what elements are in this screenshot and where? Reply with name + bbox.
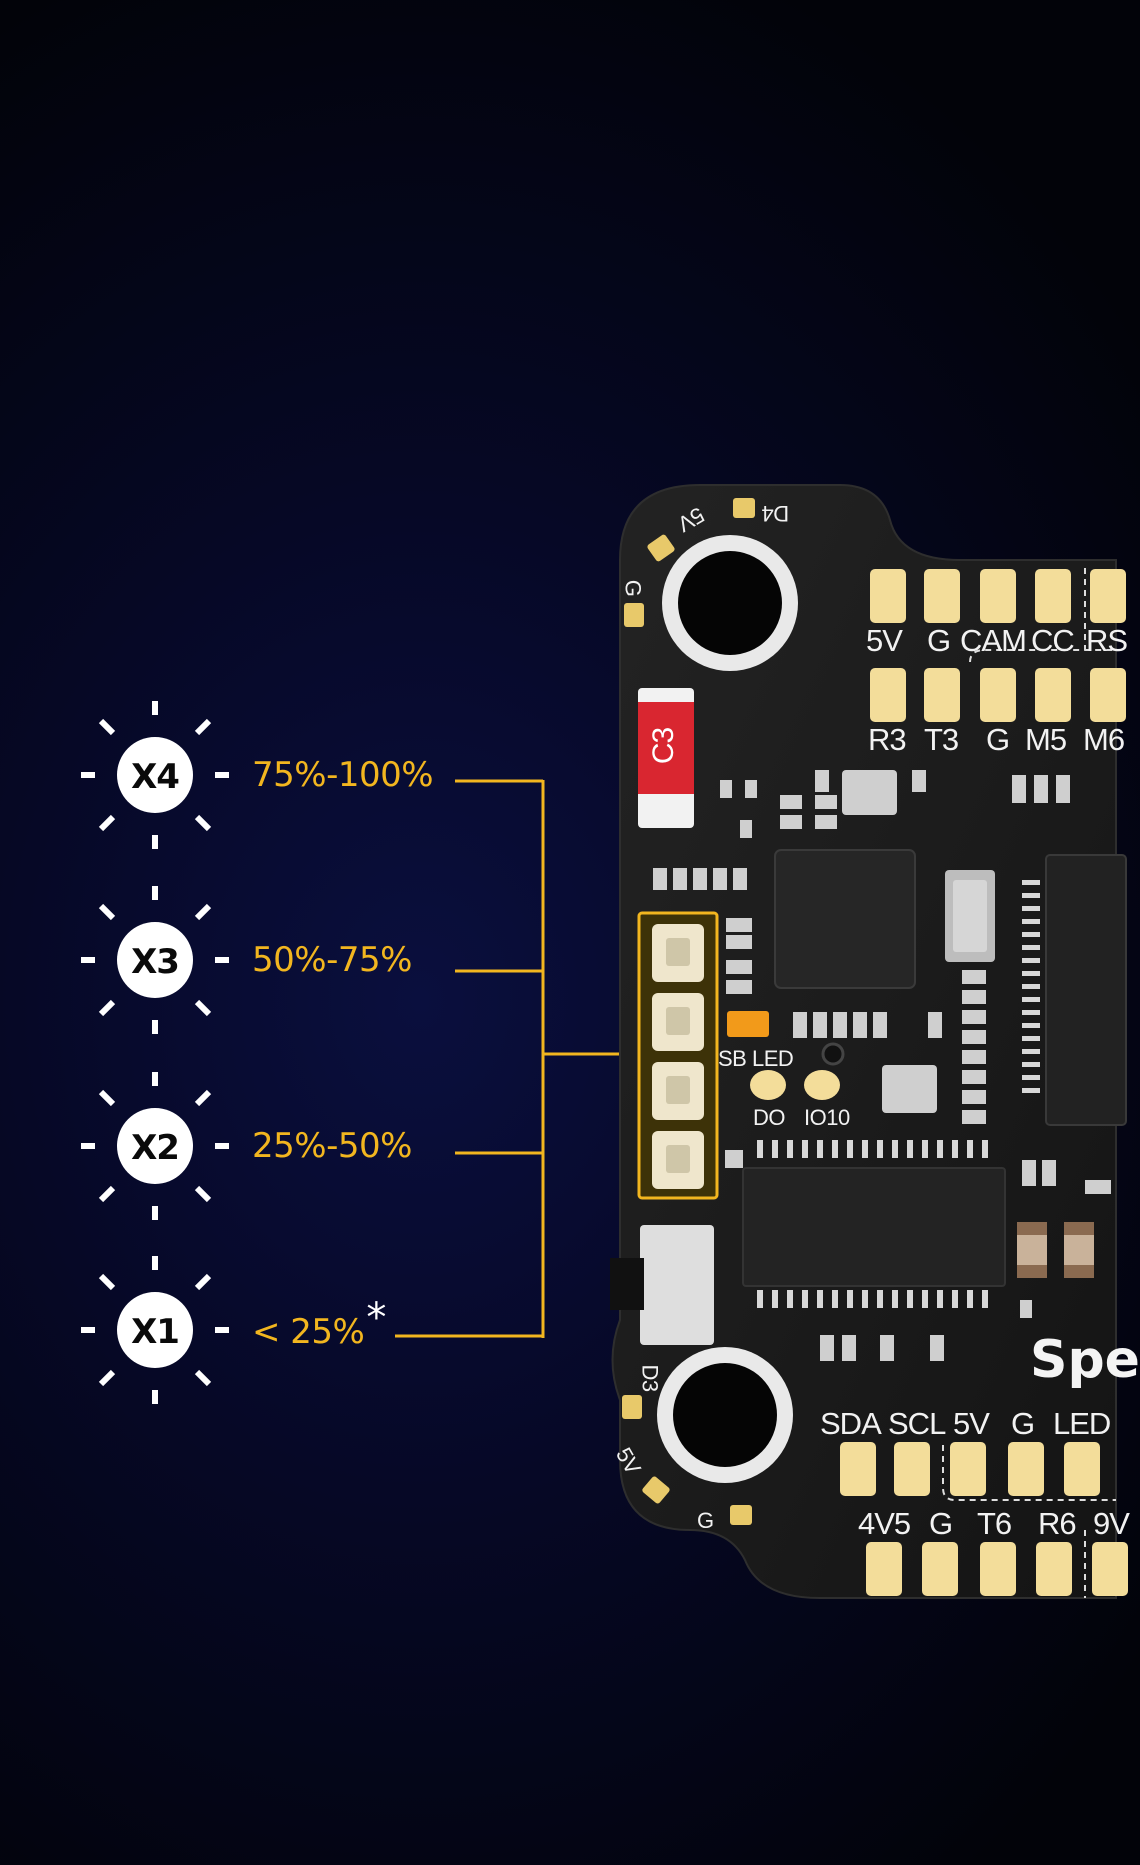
label-corner-g-top: G	[620, 579, 646, 597]
side-switch	[640, 1225, 714, 1345]
sun-icon-x2	[81, 1072, 229, 1220]
pad-io10	[804, 1070, 840, 1100]
pcb-outline	[611, 484, 1117, 1599]
label-sb-led: SB LED	[718, 1046, 794, 1071]
label-do: DO	[753, 1105, 786, 1130]
status-led	[727, 1011, 769, 1037]
label-corner-g-bottom: G	[697, 1508, 714, 1533]
label-top-t3: T3	[924, 722, 959, 757]
pad-do	[750, 1070, 786, 1100]
label-top-cam: CAM	[960, 623, 1027, 658]
badge-x4: X4	[131, 757, 179, 797]
label-bottom-r6: R6	[1038, 1506, 1077, 1541]
pads-top-row2	[870, 668, 1126, 722]
badge-x1: X1	[131, 1312, 179, 1352]
label-top-rs: RS	[1086, 623, 1128, 658]
label-top-m6: M6	[1083, 722, 1125, 757]
level-range-x4: 75%-100%	[252, 755, 434, 795]
chip-mcu	[1045, 854, 1127, 1126]
flight-controller-board	[610, 484, 1128, 1599]
label-top-m5: M5	[1025, 722, 1067, 757]
level-range-x3: 50%-75%	[252, 940, 412, 980]
label-bottom-4v5: 4V5	[858, 1506, 911, 1541]
pads-bottom-row1	[840, 1442, 1100, 1496]
label-bottom-t6: T6	[977, 1506, 1012, 1541]
footnote-asterisk: *	[366, 1295, 386, 1341]
label-bottom-5v: 5V	[953, 1406, 990, 1441]
led-strip-highlight	[637, 911, 719, 1200]
chip-osd	[742, 1167, 1006, 1287]
label-top-r3: R3	[868, 722, 907, 757]
label-bottom-led: LED	[1053, 1406, 1111, 1441]
label-bottom-scl: SCL	[888, 1406, 946, 1441]
label-top-cc: CC	[1031, 623, 1075, 658]
button-top	[842, 770, 897, 815]
board-brand-text: Spe	[1030, 1330, 1140, 1390]
stage: X4 X3 X2 X1 75%-100% 50%-75% 25%-50% < 2…	[81, 484, 1140, 1599]
pads-top-row1	[870, 569, 1126, 623]
label-io10: IO10	[804, 1105, 850, 1130]
label-bottom-9v: 9V	[1093, 1506, 1130, 1541]
sun-icon-x1	[81, 1256, 229, 1404]
level-range-x2: 25%-50%	[252, 1126, 412, 1166]
label-corner-d3: D3	[637, 1364, 663, 1392]
label-capacitor-c3: C3	[647, 727, 681, 765]
badge-x3: X3	[131, 942, 179, 982]
label-bottom-g: G	[1011, 1406, 1035, 1441]
chip-gyro	[774, 849, 916, 989]
sun-icon-x4	[81, 701, 229, 849]
label-corner-d4: D4	[762, 501, 790, 526]
label-top-5v: 5V	[866, 623, 903, 658]
button-boot	[882, 1065, 937, 1113]
label-top-g2: G	[986, 722, 1010, 757]
sun-icon-x3	[81, 886, 229, 1034]
label-bottom-g2: G	[929, 1506, 953, 1541]
pads-bottom-row2	[866, 1542, 1128, 1596]
level-range-x1: < 25%*	[252, 1295, 386, 1352]
badge-x2: X2	[131, 1128, 179, 1168]
label-bottom-sda: SDA	[820, 1406, 882, 1441]
level-icons: X4 X3 X2 X1	[81, 701, 640, 1404]
label-top-g: G	[927, 623, 951, 658]
